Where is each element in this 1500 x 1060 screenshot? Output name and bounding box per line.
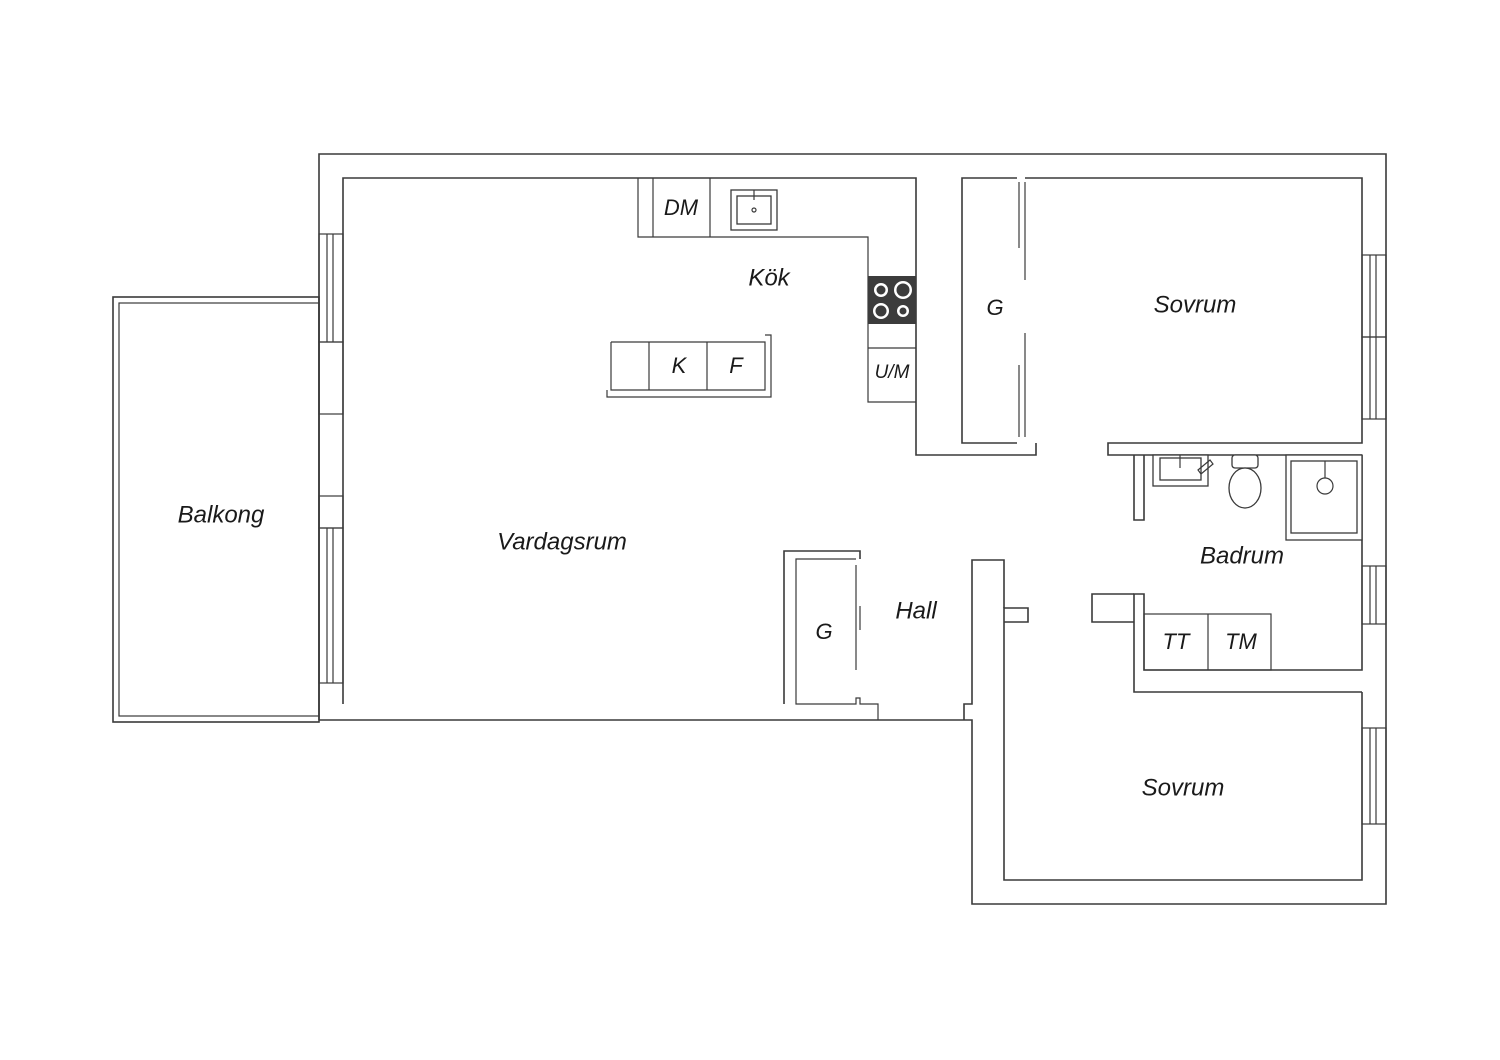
fridge-label: K — [672, 353, 688, 378]
oven-microwave-label: U/M — [875, 362, 910, 383]
washing-machine-label: TM — [1225, 629, 1257, 654]
wardrobe-label: G — [986, 295, 1003, 320]
toilet — [1228, 454, 1262, 509]
kitchen-sink — [730, 189, 778, 231]
west-windows — [318, 233, 344, 684]
hall-wardrobe-label: G — [815, 619, 832, 644]
bathroom-sink — [1152, 454, 1214, 487]
stove — [868, 276, 916, 324]
upper-bedroom-walls — [1025, 177, 1387, 456]
room-label-upper-bedroom: Sovrum — [1154, 291, 1237, 318]
exterior-walls — [318, 153, 1387, 905]
freezer-label: F — [729, 353, 744, 378]
lower-bedroom-walls — [963, 559, 1387, 881]
bedroom-wardrobe — [961, 177, 1026, 444]
laundry-units — [1143, 613, 1272, 671]
bathroom-walls — [1091, 455, 1387, 693]
room-label-hall: Hall — [895, 597, 937, 624]
room-label-living-room: Vardagsrum — [497, 528, 627, 555]
dishwasher-label: DM — [664, 195, 699, 220]
room-label-lower-bedroom: Sovrum — [1142, 774, 1225, 801]
room-label-bathroom: Badrum — [1200, 542, 1284, 569]
hall-closet — [783, 550, 879, 720]
room-label-balcony: Balkong — [178, 501, 265, 528]
kitchen-counter — [637, 178, 916, 403]
tumble-dryer-label: TT — [1163, 629, 1191, 654]
shower — [1285, 454, 1363, 541]
kitchen-island — [606, 334, 772, 398]
room-label-kitchen: Kök — [748, 264, 791, 291]
